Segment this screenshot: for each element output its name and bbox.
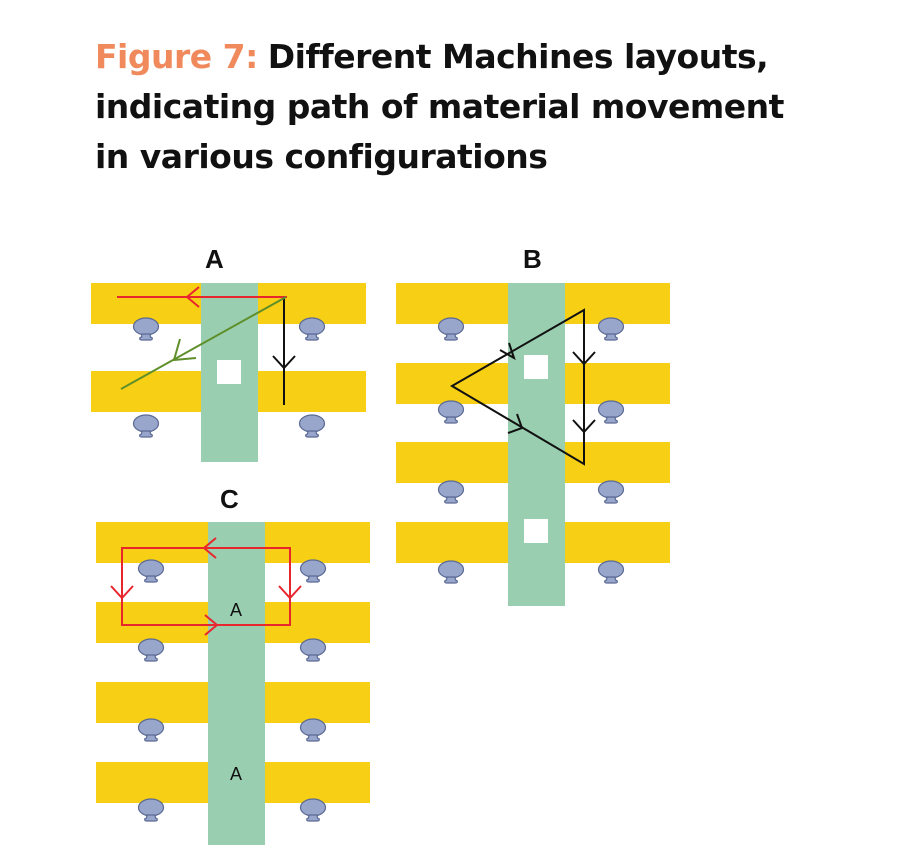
figure-label: Figure 7:	[95, 37, 258, 76]
path-black	[450, 308, 585, 466]
arrow-head	[110, 585, 134, 600]
arrow-head	[572, 351, 596, 366]
aisle	[208, 522, 265, 845]
operator-icon	[137, 798, 165, 822]
operator-icon	[132, 414, 160, 438]
operator-icon	[299, 718, 327, 742]
panel-b-label: B	[523, 244, 542, 274]
operator-icon	[137, 559, 165, 583]
slot	[524, 519, 548, 543]
operator-icon	[437, 480, 465, 504]
operator-icon	[137, 718, 165, 742]
panel-b	[396, 283, 670, 606]
aisle	[508, 283, 565, 606]
arrow-head	[572, 419, 596, 434]
figure-title: Different Machines layouts, indicating p…	[95, 37, 784, 176]
arrow-head	[499, 342, 516, 361]
panel-c: A A	[96, 522, 370, 845]
arrow-head	[204, 614, 219, 636]
figure-caption: Figure 7:Different Machines layouts, ind…	[95, 32, 815, 182]
operator-icon	[298, 414, 326, 438]
cell-label: A	[230, 764, 242, 784]
path-green	[120, 296, 287, 390]
slot	[524, 355, 548, 379]
arrow-head	[185, 286, 200, 308]
cell-label: A	[230, 600, 242, 620]
operator-icon	[137, 638, 165, 662]
operator-icon	[132, 317, 160, 341]
operator-icon	[299, 798, 327, 822]
operator-icon	[299, 559, 327, 583]
operator-icon	[597, 560, 625, 584]
panel-a	[91, 283, 366, 462]
slot	[217, 360, 241, 384]
arrow-head	[202, 537, 217, 559]
arrow-head	[272, 355, 296, 370]
arrow-head	[507, 413, 524, 434]
panel-c-label: C	[220, 484, 239, 514]
panel-a-label: A	[205, 244, 224, 274]
operator-icon	[597, 480, 625, 504]
operator-icon	[597, 317, 625, 341]
arrow-head	[172, 338, 197, 362]
arrow-head	[278, 585, 302, 600]
operator-icon	[437, 400, 465, 424]
operator-icon	[298, 317, 326, 341]
operator-icon	[437, 560, 465, 584]
operator-icon	[299, 638, 327, 662]
operator-icon	[597, 400, 625, 424]
operator-icon	[437, 317, 465, 341]
